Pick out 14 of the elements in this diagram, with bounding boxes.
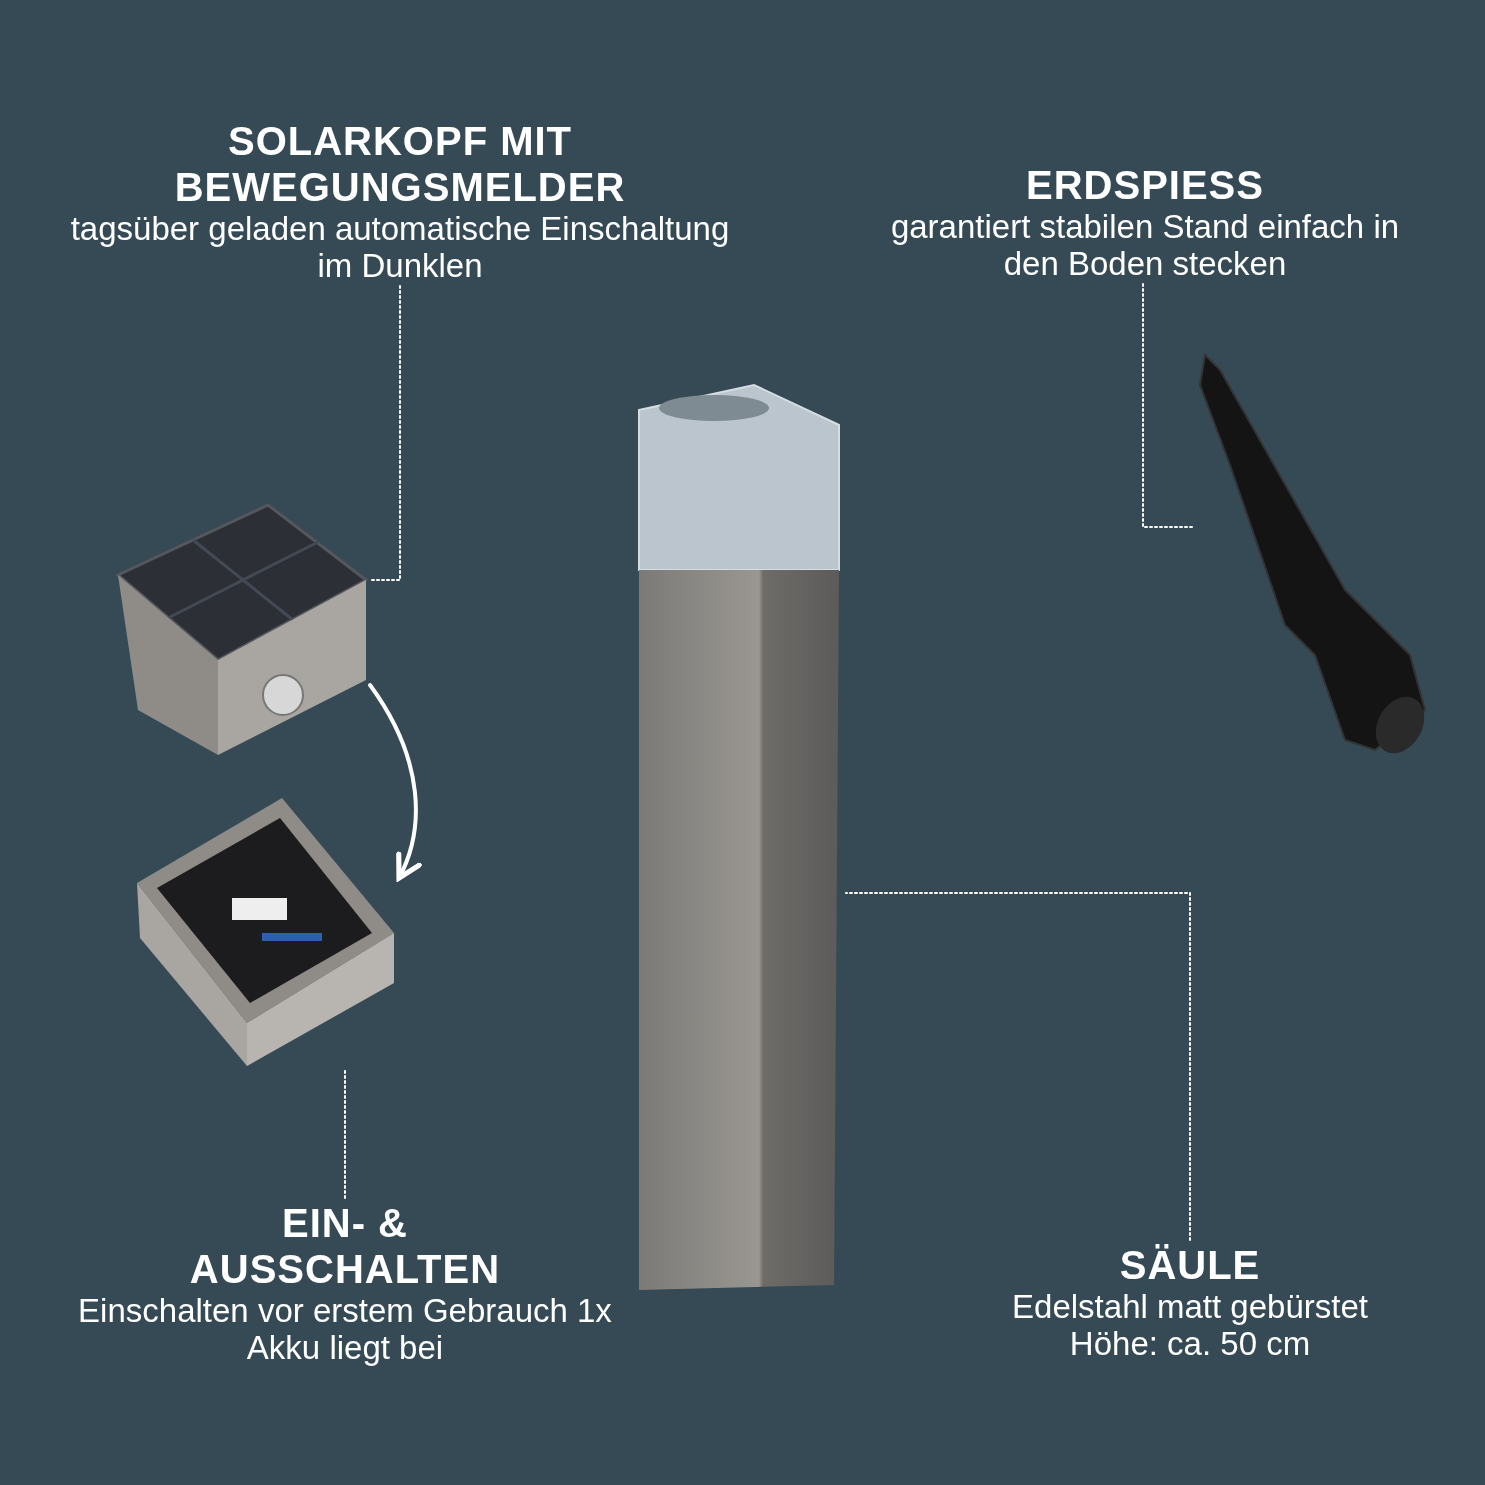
callout-heading: SÄULE <box>1119 1242 1261 1288</box>
callout-text: Einschalten vor erstem Gebrauch 1x Akku liegt bei <box>77 1292 613 1366</box>
callout-heading: ERDSPIESS <box>1026 162 1264 208</box>
leader-line <box>344 1067 346 1199</box>
callout-text: garantiert stabilen Stand einfach in den Boden stecken <box>889 208 1401 282</box>
arrow <box>368 683 422 881</box>
callout-text: tagsüber geladen automatische Einschaltung im Dunklen <box>69 210 731 284</box>
leader-line <box>845 892 1191 1241</box>
leader-line <box>369 285 401 581</box>
callout-heading: EIN- & AUSSCHALTEN <box>188 1200 502 1292</box>
solar-head-drawing <box>118 500 368 758</box>
callout-heading: SOLARKOPF MIT BEWEGUNGSMELDER <box>173 118 627 210</box>
leader-line <box>1142 283 1194 528</box>
callout-text: Edelstahl matt gebürstet Höhe: ca. 50 cm <box>1011 1288 1369 1362</box>
